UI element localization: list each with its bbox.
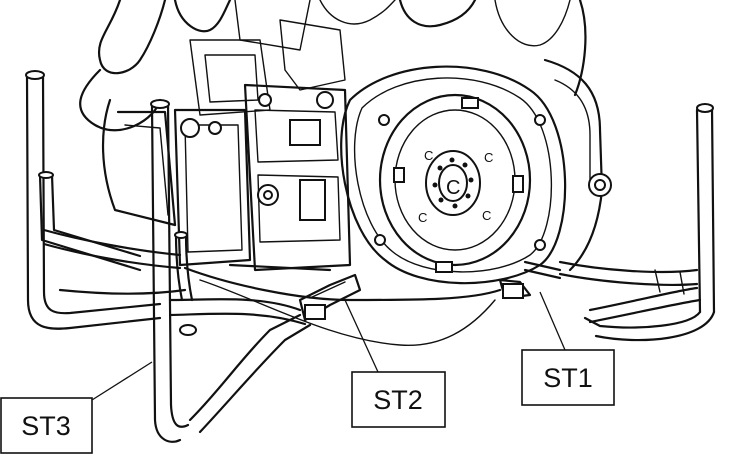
leader-lines bbox=[91, 291, 566, 401]
st2-leader bbox=[344, 299, 379, 373]
svg-text:C: C bbox=[482, 208, 491, 223]
callout-st1-label: ST1 bbox=[543, 363, 593, 393]
svg-text:C: C bbox=[446, 177, 460, 199]
callout-st3: ST3 bbox=[0, 397, 93, 454]
svg-text:C: C bbox=[484, 150, 493, 165]
left-stand bbox=[25, 70, 312, 443]
svg-text:C: C bbox=[418, 210, 427, 225]
st1-bracket bbox=[498, 260, 562, 300]
engine-block bbox=[79, 0, 612, 347]
flywheel: C C C C C bbox=[340, 65, 567, 285]
callout-st2-label: ST2 bbox=[373, 385, 423, 415]
st3-leader bbox=[91, 361, 153, 401]
callout-st2: ST2 bbox=[351, 371, 446, 428]
right-stand bbox=[558, 103, 716, 342]
callout-st1: ST1 bbox=[521, 349, 615, 406]
st1-leader bbox=[539, 291, 566, 351]
st2-bracket bbox=[228, 263, 362, 322]
callout-st3-label: ST3 bbox=[21, 411, 71, 441]
svg-text:C: C bbox=[424, 148, 433, 163]
